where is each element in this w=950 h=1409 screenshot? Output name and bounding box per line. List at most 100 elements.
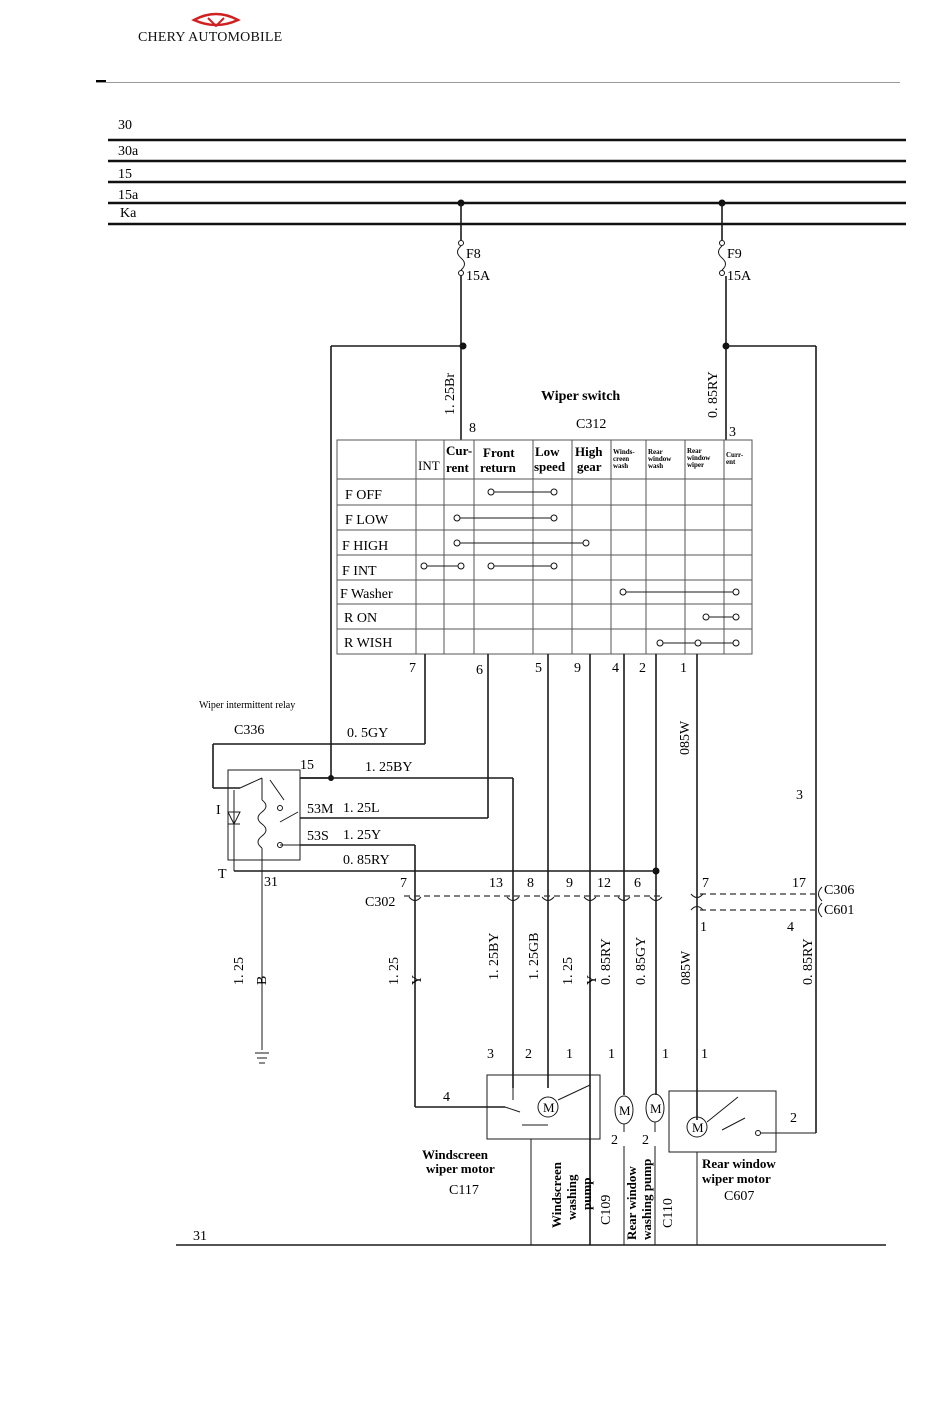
row-label-f-low: F LOW [345, 513, 389, 528]
wire-label-085w-mid: 085W [678, 720, 693, 755]
wsm-connector: C117 [449, 1183, 479, 1198]
lower-wire-labels: 1. 25 B 1. 25 Y 1. 25BY 1. 25GB 1. 25 Y … [232, 933, 816, 985]
wire-label-125br: 1. 25Br [443, 373, 458, 415]
col-header-front-1: Front [483, 445, 515, 460]
fuse-f8-name: F8 [466, 247, 481, 262]
wiper-switch-title: Wiper switch [541, 389, 620, 404]
c306-pin-7: 7 [702, 876, 709, 891]
relay-title: Wiper intermittent relay [199, 700, 295, 711]
connector-c306-label: C306 [824, 883, 854, 898]
col-header-ws-1: Winds- [613, 448, 635, 456]
rwm-pin-2: 2 [790, 1111, 797, 1126]
c302-pin-9: 9 [566, 876, 573, 891]
rwm-connector: C607 [724, 1189, 754, 1204]
wsm-motor-letter: M [543, 1100, 555, 1115]
c306-pin-17: 17 [792, 876, 806, 891]
rwm-title-2: wiper motor [702, 1171, 771, 1186]
row-label-r-on: R ON [344, 611, 377, 626]
wiper-switch-connector: C312 [576, 417, 606, 432]
relay-pin-31: 31 [264, 875, 278, 890]
col-header-rww-3: wash [648, 462, 663, 470]
bus-label-30a: 30a [118, 144, 139, 159]
wire-label-125by: 1. 25BY [365, 760, 412, 775]
power-buses: 30 30a 15 15a Ka [108, 118, 906, 226]
wire-label-085ry-low: 0. 85RY [599, 938, 614, 985]
rwp-connector: C110 [661, 1198, 676, 1228]
col-header-rwwp-2: window [687, 454, 711, 462]
wire-label-125by-low: 1. 25BY [487, 933, 502, 980]
wire-label-125y: 1. 25Y [343, 828, 381, 843]
connector-c302-pins [408, 896, 663, 901]
col-header-ws-3: wash [613, 462, 628, 470]
row-label-f-washer: F Washer [340, 587, 393, 602]
chery-logo-icon [191, 12, 241, 28]
switch-contacts [420, 488, 740, 647]
connector-c302-label: C302 [365, 895, 395, 910]
wiper-switch: Wiper switch C312 INT Cur- rent [336, 389, 753, 678]
bus-label-15: 15 [118, 167, 132, 182]
col-header-rww-1: Rear [648, 448, 663, 456]
switch-out-pin-2: 2 [639, 661, 646, 676]
rwm-motor-letter: M [692, 1120, 704, 1135]
wsm-title-2: wiper motor [426, 1161, 495, 1176]
row-label-f-high: F HIGH [342, 539, 388, 554]
col-header-rwwp-3: wiper [687, 461, 704, 469]
col-header-current-1: Cur- [446, 443, 472, 458]
header-divider-tick [96, 80, 106, 82]
wsm-motor-icon [537, 1096, 559, 1118]
c302-pin-12: 12 [597, 876, 611, 891]
switch-out-pin-1: 1 [680, 661, 687, 676]
wire-label-085ry-top: 0. 85RY [706, 371, 721, 418]
wsp-connector: C109 [599, 1195, 614, 1225]
rear-window-washing-pump: M 1 2 Rear window washing pump C110 [624, 1047, 676, 1240]
wire-label-085ry-rear: 0. 85RY [801, 938, 816, 985]
wire-label-125-y: 1. 25 [387, 957, 402, 985]
row-label-f-off: F OFF [345, 488, 382, 503]
col-header-circ-2: ent [726, 458, 736, 466]
wire-label-125l: 1. 25L [343, 801, 380, 816]
col-header-circ-1: Curr- [726, 451, 744, 459]
fuse-f9-name: F9 [727, 247, 742, 262]
ground-returns: 31 [176, 1139, 886, 1246]
col-header-ws-2: creen [613, 455, 629, 463]
switch-out-pin-7: 7 [409, 661, 416, 676]
header-divider [96, 82, 900, 83]
relay-connector: C336 [234, 723, 264, 738]
rwm-title-1: Rear window [702, 1156, 776, 1171]
switch-output-wires: 0. 5GY 1. 25BY 1. 25L 1. 25Y 0. 85RY 085… [212, 654, 803, 1245]
relay-pin-53m: 53M [307, 802, 334, 817]
wire-label-pump-color: Y [585, 975, 600, 985]
c302-pin-8: 8 [527, 876, 534, 891]
switch-out-pin-6: 6 [476, 663, 483, 678]
wsp-motor-letter: M [619, 1103, 631, 1118]
wsm-pin-4: 4 [443, 1090, 450, 1105]
col-header-front-2: return [480, 460, 517, 475]
fuse-f8-rating: 15A [466, 269, 491, 284]
switch-out-pin-9: 9 [574, 661, 581, 676]
relay-label-t: T [218, 867, 227, 882]
windscreen-washing-pump: M 1 2 Windscreen washing pump C109 [549, 1047, 634, 1228]
col-header-low-2: speed [534, 459, 566, 474]
c601-pin-4: 4 [787, 920, 794, 935]
rwp-pin-1: 1 [662, 1047, 669, 1062]
wire-label-y-color: Y [410, 975, 425, 985]
relay-diode-icon [227, 811, 241, 826]
windscreen-wiper-motor: M 3 2 1 4 Windscreen wiper motor C117 [422, 1047, 601, 1198]
rwm-pin-1: 1 [701, 1047, 708, 1062]
relay-pin-15: 15 [300, 758, 314, 773]
col-header-current-2: rent [446, 460, 470, 475]
fuse-f8: F8 15A [457, 199, 491, 440]
bus-label-15a: 15a [118, 188, 139, 203]
ground-bus-label: 31 [193, 1229, 207, 1244]
relay-pin-53s: 53S [307, 829, 329, 844]
wire-label-125gb: 1. 25GB [527, 933, 542, 980]
c601-pin-1: 1 [700, 920, 707, 935]
row-label-f-int: F INT [342, 564, 377, 579]
wire-label-05gy: 0. 5GY [347, 726, 388, 741]
wire-label-125-ground: 1. 25 [232, 957, 247, 985]
wire-label-085ry-mid: 0. 85RY [343, 853, 390, 868]
wsm-pin-3: 3 [487, 1047, 494, 1062]
col-header-rwwp-1: Rear [687, 447, 702, 455]
fuse-f9-rating: 15A [727, 269, 752, 284]
